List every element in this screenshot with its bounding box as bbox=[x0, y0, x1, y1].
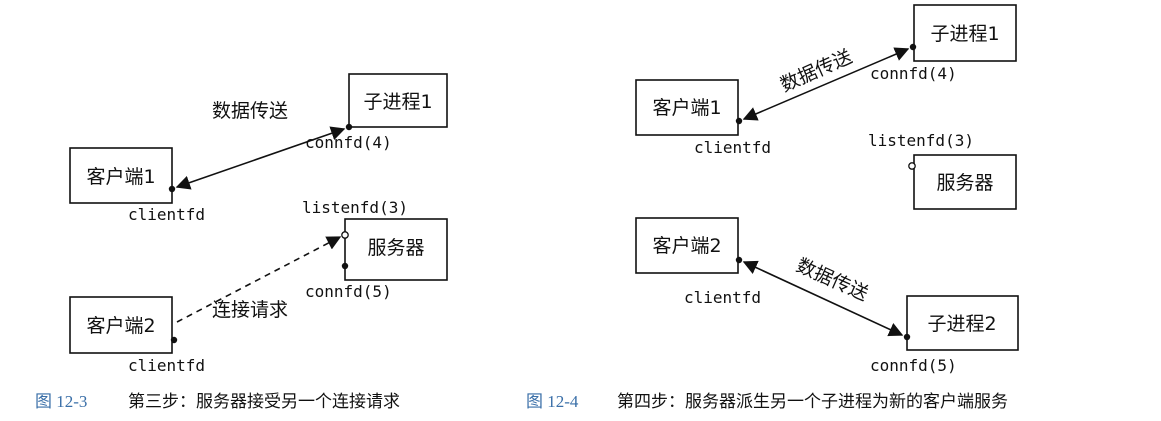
caption-number-12-3: 图 12-3 bbox=[35, 392, 87, 411]
server-listenfd-dot bbox=[908, 162, 916, 170]
child-process-1-label: 子进程1 bbox=[930, 23, 999, 45]
child-process-1-box bbox=[348, 73, 448, 128]
client-1-fd-dot bbox=[735, 117, 743, 125]
client-2-box bbox=[69, 296, 173, 354]
caption-text-12-3: 第三步：服务器接受另一个连接请求 bbox=[128, 392, 400, 412]
data-transfer-arrow-2 bbox=[742, 260, 904, 337]
server-listenfd-label: listenfd(3) bbox=[302, 198, 408, 217]
client-2-label: 客户端2 bbox=[652, 235, 721, 257]
child-2-connfd-dot bbox=[903, 333, 911, 341]
data-transfer-label-2: 数据传送 bbox=[793, 254, 871, 305]
client-1-label: 客户端1 bbox=[86, 166, 155, 188]
client-1-fd-dot bbox=[168, 185, 176, 193]
server-connfd-label: connfd(5) bbox=[305, 282, 392, 301]
server-box bbox=[344, 218, 448, 281]
client-1-box bbox=[635, 79, 739, 136]
server-box bbox=[913, 154, 1017, 210]
child-1-connfd-dot bbox=[909, 43, 917, 51]
figure-12-4: 子进程1 connfd(4) 客户端1 clientfd 数据传送 服务器 li… bbox=[526, 4, 1019, 412]
client-2-fd-label: clientfd bbox=[684, 288, 761, 307]
server-label: 服务器 bbox=[936, 172, 993, 194]
client-2-box bbox=[635, 217, 739, 274]
client-1-box bbox=[69, 147, 173, 204]
connection-request-arrow bbox=[176, 236, 342, 323]
child-connfd-label: connfd(4) bbox=[305, 133, 392, 152]
client-2-fd-label: clientfd bbox=[128, 356, 205, 375]
server-listenfd-dot bbox=[341, 231, 349, 239]
data-transfer-label: 数据传送 bbox=[212, 100, 288, 122]
child-1-connfd-label: connfd(4) bbox=[870, 64, 957, 83]
caption-text-12-4: 第四步：服务器派生另一个子进程为新的客户端服务 bbox=[617, 392, 1008, 412]
client-2-fd-dot bbox=[735, 256, 743, 264]
server-connfd-dot bbox=[341, 262, 349, 270]
client-1-fd-label: clientfd bbox=[128, 205, 205, 224]
figure-12-3: 子进程1 connfd(4) 客户端1 clientfd 数据传送 服务器 li… bbox=[35, 73, 448, 412]
client-2-fd-dot bbox=[170, 336, 178, 344]
client-2-label: 客户端2 bbox=[86, 315, 155, 337]
caption-number-12-4: 图 12-4 bbox=[526, 392, 579, 411]
server-listenfd-label: listenfd(3) bbox=[868, 131, 974, 150]
child-process-2-box bbox=[906, 295, 1019, 351]
child-connfd-dot bbox=[345, 123, 353, 131]
child-2-connfd-label: connfd(5) bbox=[870, 356, 957, 375]
server-label: 服务器 bbox=[367, 237, 424, 259]
data-transfer-arrow bbox=[175, 126, 346, 190]
child-process-2-label: 子进程2 bbox=[927, 313, 996, 335]
client-1-fd-label: clientfd bbox=[694, 138, 771, 157]
connection-request-label: 连接请求 bbox=[212, 299, 288, 321]
child-process-1-label: 子进程1 bbox=[363, 91, 432, 113]
data-transfer-arrow-1 bbox=[742, 47, 910, 121]
client-1-label: 客户端1 bbox=[652, 97, 721, 119]
child-process-1-box bbox=[913, 4, 1017, 62]
